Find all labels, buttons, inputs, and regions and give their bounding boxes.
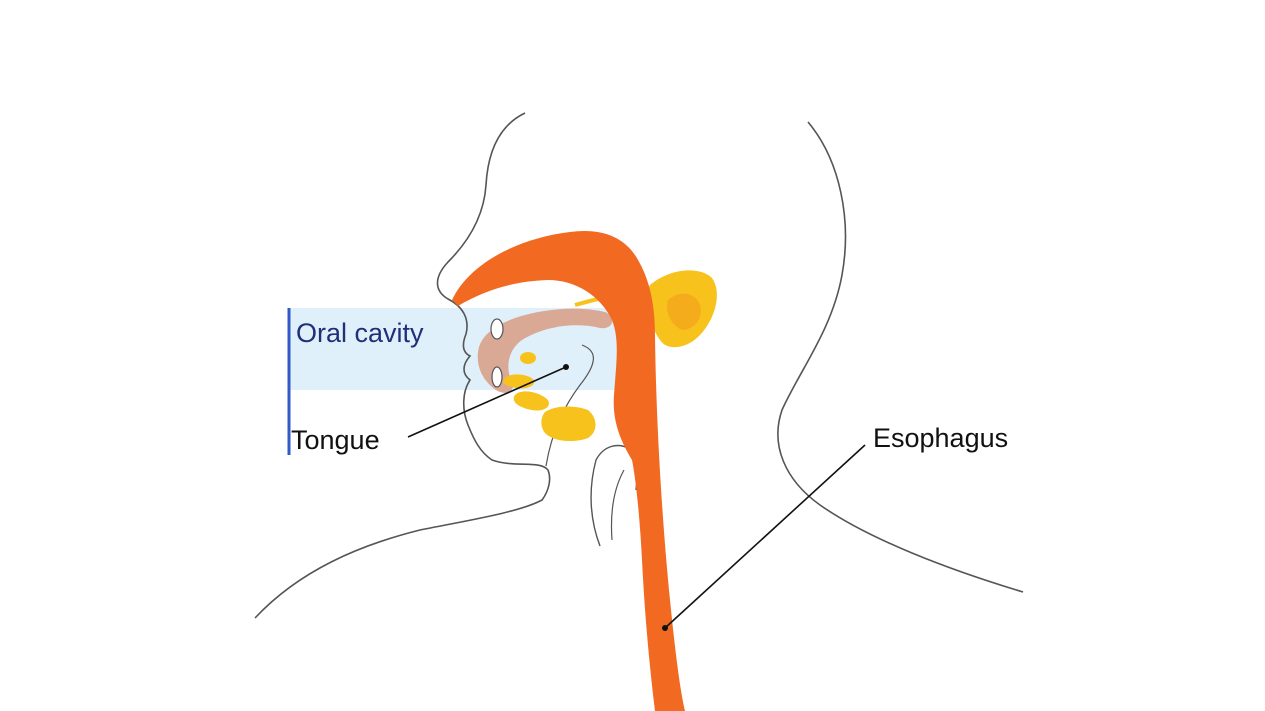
head-neck-back-outline bbox=[777, 121, 1024, 593]
esophagus bbox=[452, 231, 685, 711]
larynx-outline bbox=[610, 469, 625, 541]
tongue-area bbox=[477, 308, 613, 393]
parotid-gland-shade bbox=[666, 293, 701, 330]
esophagus-leader-dot bbox=[662, 625, 668, 631]
tongue-label: Tongue bbox=[291, 425, 380, 455]
esophagus-label: Esophagus bbox=[873, 423, 1008, 453]
sublingual-gland bbox=[513, 391, 549, 411]
jaw-inner-outline bbox=[545, 344, 594, 467]
oral-cavity-label: Oral cavity bbox=[296, 318, 424, 348]
sublingual-duct-gland bbox=[520, 352, 536, 364]
face-profile-outline bbox=[254, 112, 551, 619]
upper-tooth bbox=[490, 318, 504, 340]
esophagus-leader-line bbox=[664, 444, 866, 629]
tongue-leader-dot bbox=[563, 364, 569, 370]
submandibular-gland bbox=[541, 406, 596, 442]
lower-tooth bbox=[491, 366, 503, 388]
tongue-leader-line bbox=[407, 366, 567, 438]
